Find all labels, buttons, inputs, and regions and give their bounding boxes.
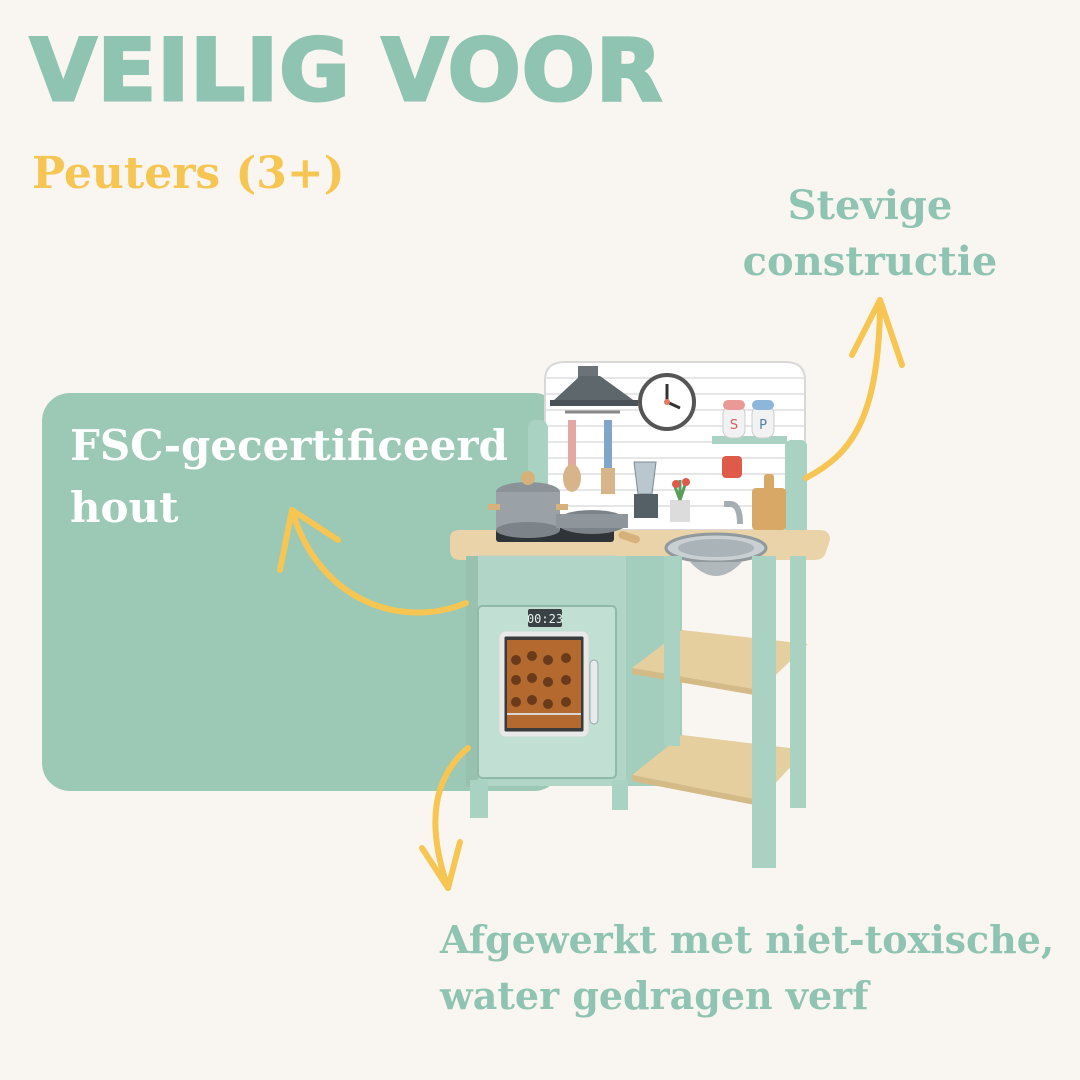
spice-shelf: S P xyxy=(712,400,787,444)
arrow-down-icon xyxy=(432,745,471,891)
arrow-left-icon xyxy=(289,507,469,616)
sink xyxy=(664,501,768,576)
oven-timer xyxy=(528,609,562,627)
salt-label: S xyxy=(730,418,738,433)
arrow-down-head-icon xyxy=(419,839,463,891)
oven-handle xyxy=(589,659,599,725)
oven-timer-display: 00:23 xyxy=(527,612,563,626)
pepper-label: P xyxy=(759,418,767,433)
right-side-panel xyxy=(785,440,807,540)
headline: VEILIG VOOR xyxy=(28,21,664,121)
arrow-up-icon xyxy=(803,297,883,481)
age-subtitle: Peuters (3+) xyxy=(32,148,345,199)
fsc-label: FSC-gecertificeerd hout xyxy=(70,421,508,532)
arrow-left-head-icon xyxy=(277,507,341,573)
clock-icon xyxy=(638,373,696,431)
paint-label: Afgewerkt met niet-toxische, water gedra… xyxy=(440,917,1055,1018)
arrow-up-head-icon xyxy=(849,297,905,368)
hanging-utensils xyxy=(563,410,620,494)
counter-accessories xyxy=(633,456,786,530)
oven-window xyxy=(499,631,589,737)
range-hood xyxy=(550,366,638,406)
frying-pan xyxy=(556,510,640,544)
sturdy-label: Stevige constructie xyxy=(742,182,998,285)
cooking-pot xyxy=(488,471,568,538)
kitchen-legs xyxy=(470,556,806,868)
